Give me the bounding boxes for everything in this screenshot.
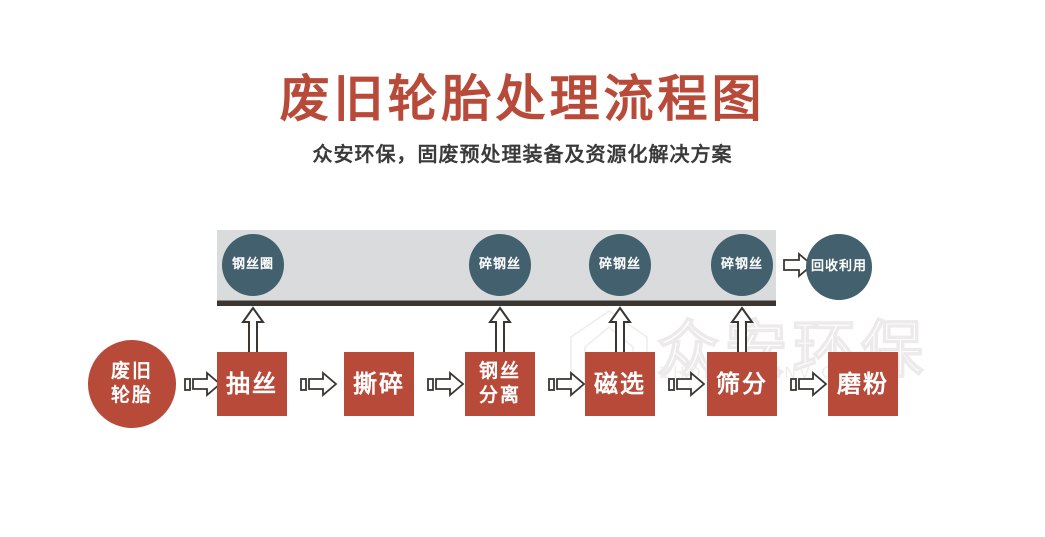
flow-arrow-2-icon	[300, 371, 338, 397]
process-step-5[interactable]: 筛分	[707, 352, 777, 416]
flow-arrow-6-icon	[790, 371, 828, 397]
start-node-waste-tire[interactable]: 废旧 轮胎	[88, 340, 176, 428]
output-node-2[interactable]: 碎钢丝	[469, 234, 531, 296]
process-step-1[interactable]: 抽丝	[217, 352, 287, 416]
flow-arrow-3-icon	[427, 371, 465, 397]
start-node-line2: 轮胎	[110, 384, 153, 406]
arrow-to-recycle-icon	[783, 252, 813, 278]
recycle-node[interactable]: 回收利用	[806, 234, 872, 300]
process-step-2[interactable]: 撕碎	[344, 352, 414, 416]
branch-arrow-up-3-icon	[608, 306, 632, 354]
branch-arrow-up-1-icon	[241, 306, 265, 354]
flow-arrow-1-icon	[184, 371, 222, 397]
output-node-4[interactable]: 碎钢丝	[711, 234, 773, 296]
page-title: 废旧轮胎处理流程图	[279, 70, 766, 128]
start-node-line1: 废旧	[110, 360, 153, 383]
header: 废旧轮胎处理流程图 众安环保，固废预处理装备及资源化解决方案	[0, 72, 1045, 167]
process-step-3-line1: 钢丝	[478, 360, 521, 383]
output-node-1[interactable]: 钢丝圈	[222, 234, 284, 296]
process-step-4[interactable]: 磁选	[585, 352, 655, 416]
flow-arrow-5-icon	[668, 371, 706, 397]
branch-arrow-up-4-icon	[730, 306, 754, 354]
branch-arrow-up-2-icon	[488, 306, 512, 354]
page-subtitle: 众安环保，固废预处理装备及资源化解决方案	[312, 142, 733, 166]
process-step-6[interactable]: 磨粉	[828, 352, 898, 416]
recovery-lane-rule	[217, 300, 776, 306]
flow-arrow-4-icon	[548, 371, 586, 397]
process-step-3-line2: 分离	[478, 384, 521, 406]
process-step-3[interactable]: 钢丝 分离	[465, 352, 535, 416]
output-node-3[interactable]: 碎钢丝	[589, 234, 651, 296]
